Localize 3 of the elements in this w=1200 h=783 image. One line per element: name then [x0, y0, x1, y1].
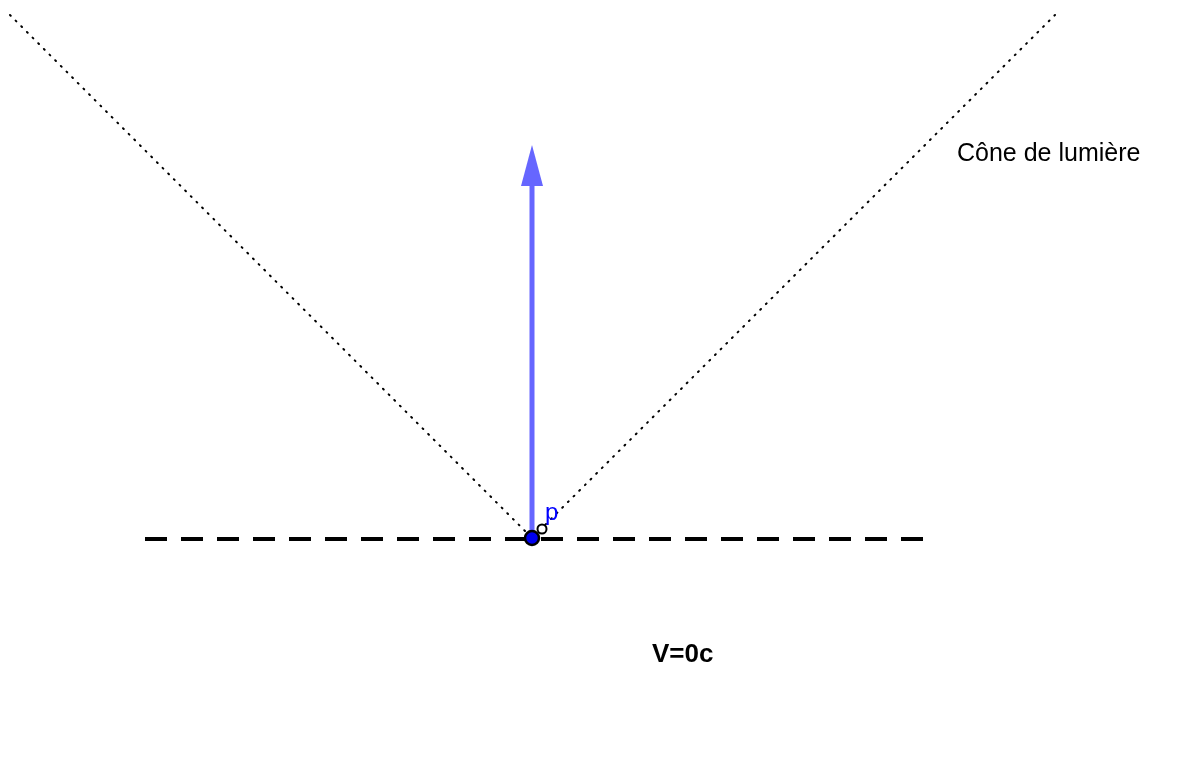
momentum-label: p: [545, 500, 559, 524]
velocity-label: V=0c: [652, 640, 714, 666]
light-cone-label: Cône de lumière: [957, 140, 1141, 165]
